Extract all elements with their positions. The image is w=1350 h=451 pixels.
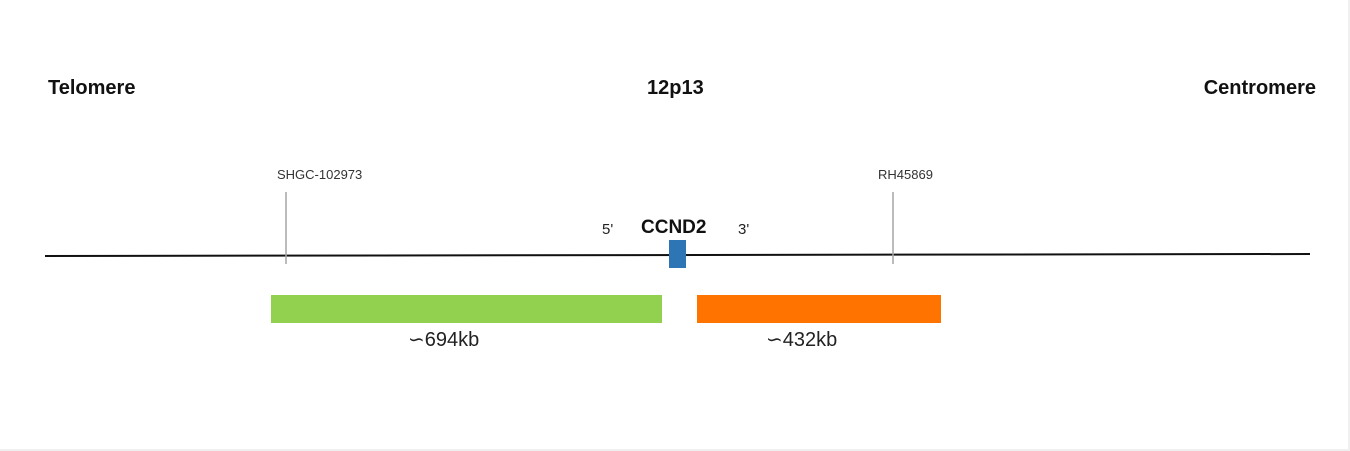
five-prime-label: 5' [602,221,614,238]
gene-name-label: CCND2 [641,217,707,238]
probe-bar-right [697,295,941,323]
image-border-right [1348,0,1350,451]
marker-label-right: RH45869 [878,167,933,182]
image-border-bottom [0,449,1350,451]
probe-size-label-right: ∽432kb [766,329,838,351]
telomere-heading: Telomere [48,77,136,99]
gene-block [669,240,686,268]
marker-label-left: SHGC-102973 [277,167,363,182]
centromere-heading: Centromere [1203,77,1316,99]
probe-size-label-left: ∽694kb [408,329,480,351]
region-heading: 12p13 [647,77,704,99]
probe-bar-left [271,295,662,323]
three-prime-label: 3' [738,221,750,238]
